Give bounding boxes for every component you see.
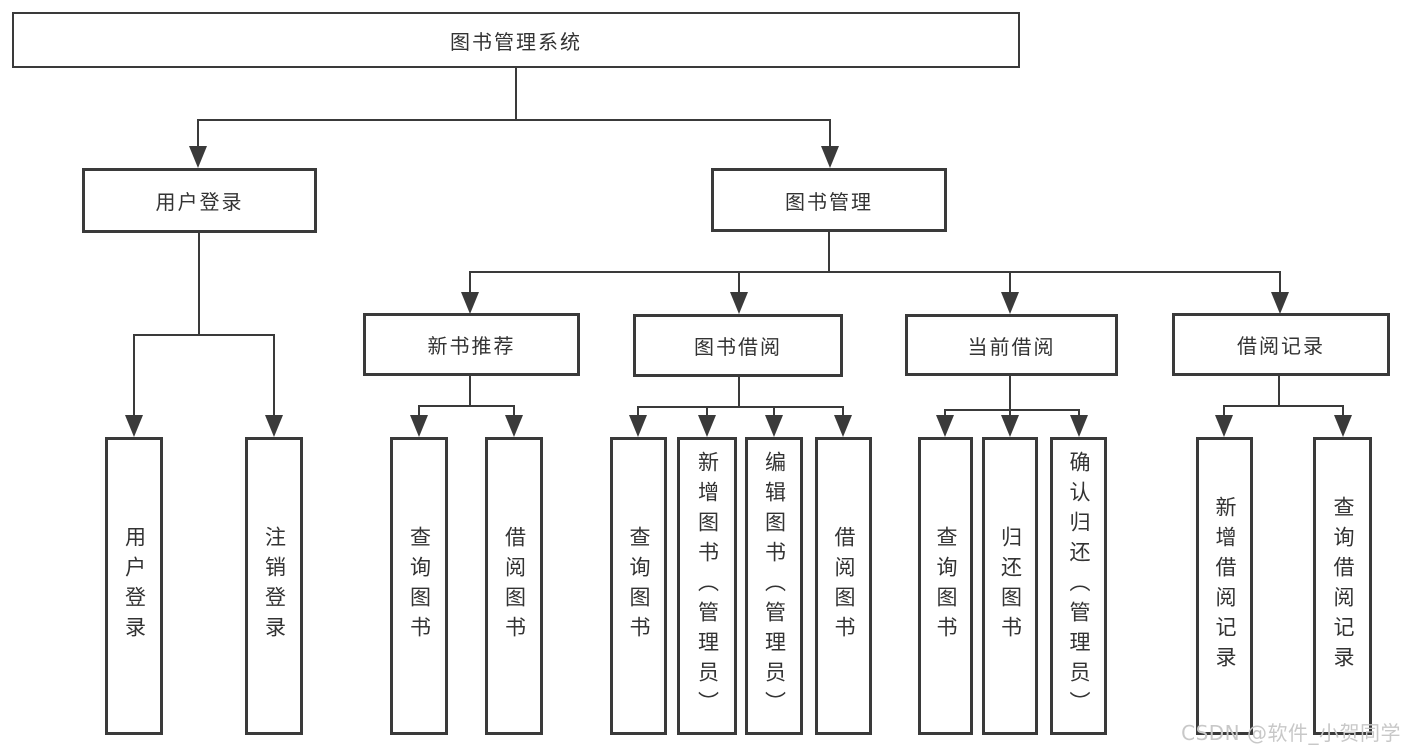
connector-drop-leaf-logout [273, 335, 275, 425]
arrowhead-leaf-logout [265, 415, 283, 437]
node-leaf-user-login: 用户登录 [105, 437, 163, 735]
node-label-leaf-add-record: 新增借阅记录 [1213, 496, 1238, 676]
node-label-leaf-query-book-1: 查询图书 [407, 526, 432, 646]
node-label-leaf-edit-book: 编辑图书（管理员） [762, 451, 787, 721]
node-label-leaf-borrow-book-1: 借阅图书 [502, 526, 527, 646]
arrowhead-new-book-rec [461, 292, 479, 314]
connector-branch-current-borrow [944, 409, 1080, 411]
arrowhead-user-login [189, 146, 207, 168]
node-label-leaf-borrow-book-2: 借阅图书 [832, 526, 857, 646]
arrowhead-book-mgmt [821, 146, 839, 168]
arrowhead-leaf-user-login [125, 415, 143, 437]
csdn-watermark: CSDN @软件_小贺同学 [1181, 721, 1401, 745]
node-label-leaf-logout: 注销登录 [262, 526, 287, 646]
node-label-leaf-query-record: 查询借阅记录 [1331, 496, 1356, 676]
arrowhead-leaf-query-book-1 [410, 415, 428, 437]
node-leaf-return-book: 归还图书 [982, 437, 1038, 735]
arrowhead-leaf-borrow-book-1 [505, 415, 523, 437]
node-borrow-record: 借阅记录 [1172, 313, 1390, 376]
node-user-login: 用户登录 [82, 168, 317, 233]
arrowhead-leaf-confirm-return [1070, 415, 1088, 437]
node-root: 图书管理系统 [12, 12, 1020, 68]
connector-stem-new-book-rec [469, 376, 471, 406]
node-leaf-query-book-3: 查询图书 [918, 437, 973, 735]
connector-drop-book-mgmt [829, 120, 831, 156]
node-label-book-borrow: 图书借阅 [694, 335, 782, 359]
arrowhead-leaf-return-book [1001, 415, 1019, 437]
connector-drop-user-login [197, 120, 199, 156]
connector-branch-book-mgmt [469, 271, 1281, 273]
connector-stem-current-borrow [1009, 376, 1011, 410]
node-label-current-borrow: 当前借阅 [967, 334, 1056, 359]
node-leaf-add-book: 新增图书（管理员） [677, 437, 737, 735]
arrowhead-leaf-query-record [1334, 415, 1352, 437]
node-leaf-edit-book: 编辑图书（管理员） [745, 437, 803, 735]
node-book-borrow: 图书借阅 [633, 314, 843, 377]
connector-stem-user-login [198, 233, 200, 335]
node-leaf-query-book-2: 查询图书 [610, 437, 667, 735]
node-label-user-login: 用户登录 [155, 190, 244, 214]
connector-stem-root [515, 68, 517, 120]
connector-branch-user-login [133, 334, 275, 336]
connector-stem-book-borrow [738, 377, 740, 407]
connector-drop-borrow-record [1279, 272, 1281, 302]
connector-branch-root [197, 119, 831, 121]
connector-stem-borrow-record [1278, 376, 1280, 406]
node-leaf-add-record: 新增借阅记录 [1196, 437, 1253, 735]
node-label-leaf-query-book-3: 查询图书 [934, 526, 959, 646]
node-leaf-borrow-book-2: 借阅图书 [815, 437, 872, 735]
connector-branch-new-book-rec [418, 405, 515, 407]
connector-drop-new-book-rec [469, 272, 471, 302]
arrowhead-current-borrow [1001, 292, 1019, 314]
node-label-root: 图书管理系统 [450, 29, 582, 54]
node-label-leaf-return-book: 归还图书 [998, 526, 1023, 646]
connector-stem-book-mgmt [828, 232, 830, 272]
arrowhead-leaf-add-record [1215, 415, 1233, 437]
node-leaf-logout: 注销登录 [245, 437, 303, 735]
node-leaf-query-book-1: 查询图书 [390, 437, 448, 735]
node-label-leaf-user-login: 用户登录 [122, 526, 147, 646]
node-label-leaf-add-book: 新增图书（管理员） [695, 451, 720, 721]
node-current-borrow: 当前借阅 [905, 314, 1118, 376]
connector-drop-leaf-user-login [133, 335, 135, 425]
arrowhead-leaf-borrow-book-2 [834, 415, 852, 437]
arrowhead-leaf-query-book-3 [936, 415, 954, 437]
arrowhead-leaf-query-book-2 [629, 415, 647, 437]
node-label-borrow-record: 借阅记录 [1237, 334, 1325, 358]
arrowhead-leaf-edit-book [765, 415, 783, 437]
node-leaf-borrow-book-1: 借阅图书 [485, 437, 543, 735]
arrowhead-borrow-record [1271, 292, 1289, 314]
node-new-book-rec: 新书推荐 [363, 313, 580, 376]
node-leaf-confirm-return: 确认归还（管理员） [1050, 437, 1107, 735]
connector-branch-book-borrow [637, 406, 844, 408]
connector-drop-current-borrow [1009, 272, 1011, 302]
arrowhead-leaf-add-book [698, 415, 716, 437]
node-label-leaf-confirm-return: 确认归还（管理员） [1067, 451, 1092, 721]
connector-drop-book-borrow [738, 272, 740, 302]
node-label-leaf-query-book-2: 查询图书 [627, 526, 652, 646]
arrowhead-book-borrow [730, 292, 748, 314]
node-label-book-mgmt: 图书管理 [785, 189, 873, 214]
node-leaf-query-record: 查询借阅记录 [1313, 437, 1372, 735]
node-book-mgmt: 图书管理 [711, 168, 947, 232]
connector-branch-borrow-record [1223, 405, 1344, 407]
node-label-new-book-rec: 新书推荐 [427, 334, 516, 358]
